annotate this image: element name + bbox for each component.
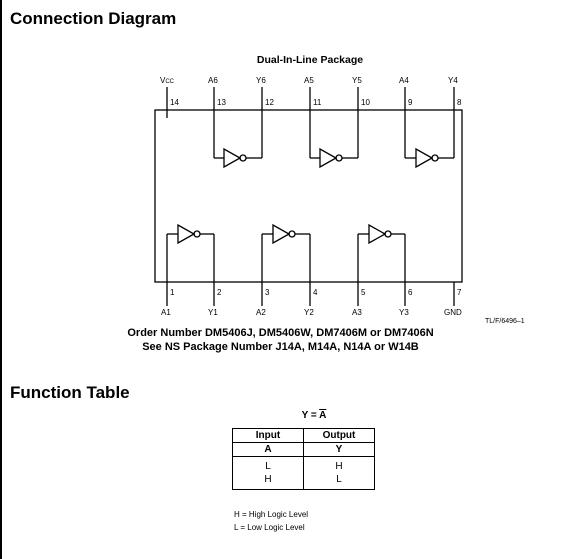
input-header: Input (232, 428, 304, 443)
pin-number-6: 6 (408, 288, 413, 297)
legend-high: H = High Logic Level (234, 510, 309, 519)
pin-number-3: 3 (265, 288, 270, 297)
input-subheader: A (232, 442, 304, 457)
inverter-gate-3 (357, 223, 406, 282)
pin-name-y1: Y1 (208, 308, 218, 317)
pin-number-4: 4 (313, 288, 318, 297)
pin-number-1: 1 (170, 288, 175, 297)
pin-number-9: 9 (408, 98, 413, 107)
connection-diagram-title: Connection Diagram (10, 9, 177, 28)
pin-name-a3: A3 (352, 308, 362, 317)
output-header: Output (303, 428, 375, 443)
pin-name-y5: Y5 (352, 76, 362, 85)
inverter-gate-1 (166, 223, 215, 282)
legend-low: L = Low Logic Level (234, 523, 305, 532)
pin-number-12: 12 (265, 98, 274, 107)
pin-name-y4: Y4 (448, 76, 458, 85)
pin-number-14: 14 (170, 98, 179, 107)
order-number-line: Order Number DM5406J, DM5406W, DM7406M o… (127, 327, 434, 339)
inverter-gate-4 (404, 110, 455, 169)
pin-number-10: 10 (361, 98, 370, 107)
pin-number-2: 2 (217, 288, 222, 297)
pin-number-11: 11 (313, 98, 322, 107)
pin-number-7: 7 (457, 288, 462, 297)
pin-name-y3: Y3 (399, 308, 409, 317)
pin-name-y6: Y6 (256, 76, 266, 85)
pin-name-a5: A5 (304, 76, 314, 85)
pin-name-a4: A4 (399, 76, 409, 85)
pin-number-5: 5 (361, 288, 366, 297)
pin-name-a6: A6 (208, 76, 218, 85)
logic-equation: Y = A (301, 410, 327, 421)
output-subheader: Y (303, 442, 375, 457)
left-border-line (0, 0, 2, 559)
inverter-gate-2 (261, 223, 311, 282)
pin-name-y2: Y2 (304, 308, 314, 317)
pin-name-a1: A1 (161, 308, 171, 317)
package-outline (154, 109, 463, 283)
package-number-line: See NS Package Number J14A, M14A, N14A o… (142, 341, 419, 353)
connection-diagram (154, 87, 463, 306)
pin-number-13: 13 (217, 98, 226, 107)
pin-name-a2: A2 (256, 308, 266, 317)
inverter-gate-6 (213, 110, 263, 169)
function-table-title: Function Table (10, 383, 130, 402)
package-title: Dual-In-Line Package (256, 54, 364, 66)
pin-name-vcc: VCC (160, 76, 175, 85)
pin-number-8: 8 (457, 98, 462, 107)
figure-reference-code: TL/F/6496–1 (485, 318, 525, 325)
inverter-gate-5 (309, 110, 359, 169)
pin-name-gnd: GND (444, 308, 462, 317)
